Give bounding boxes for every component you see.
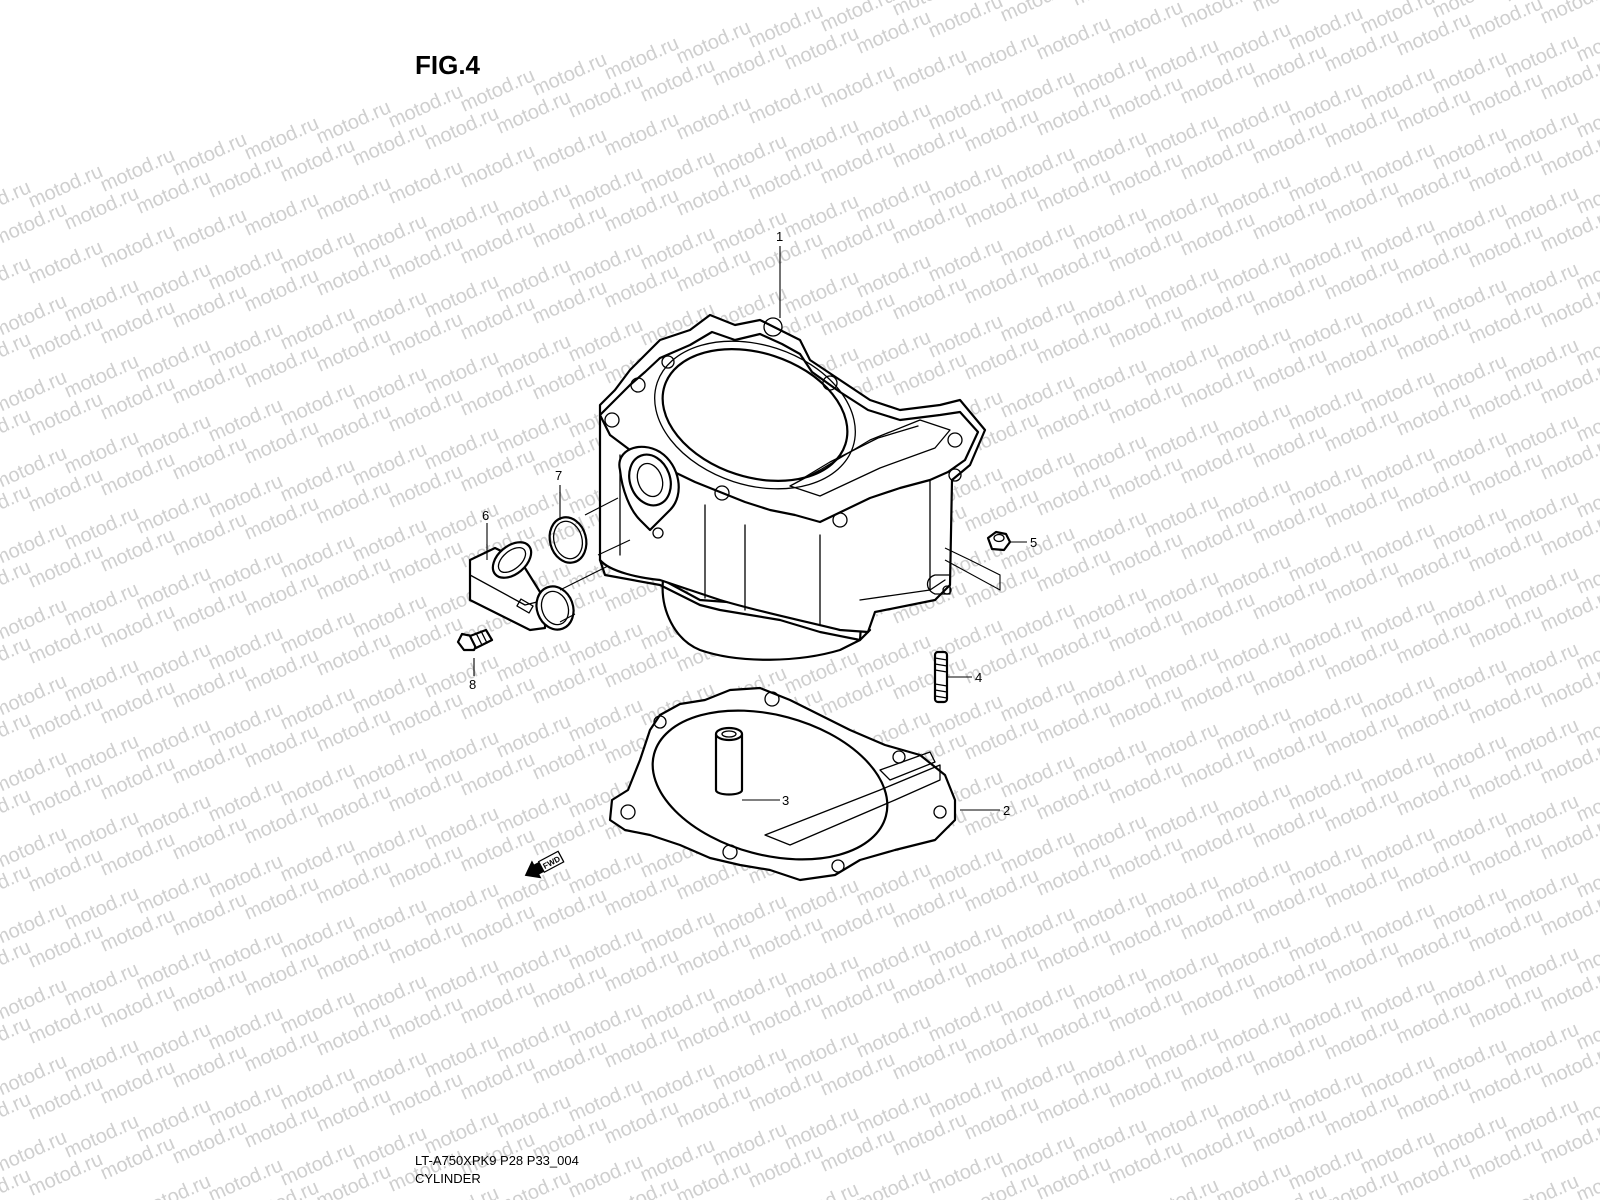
stud-drawing — [933, 650, 949, 704]
callout-8: 8 — [469, 677, 476, 692]
watermark-text: motod.ru — [997, 0, 1078, 27]
bolt-drawing — [456, 628, 494, 652]
watermark-text: motod.ru — [1573, 1154, 1600, 1200]
watermark-text: motod.ru — [817, 60, 898, 112]
watermark-text: motod.ru — [889, 44, 970, 96]
watermark-text: motod.ru — [493, 1166, 574, 1200]
cylinder-block-drawing — [598, 313, 987, 661]
water-inlet-pipe-drawing — [468, 541, 575, 632]
watermark-text: motod.ru — [385, 156, 466, 208]
watermark-text: motod.ru — [925, 0, 1006, 43]
watermark-text: motod.ru — [1321, 0, 1402, 1]
leader-lines — [473, 246, 1027, 811]
dowel-drawing — [714, 726, 744, 796]
base-gasket-drawing — [608, 686, 957, 882]
watermark-text: motod.ru — [961, 28, 1042, 80]
watermark-text: motod.ru — [853, 1162, 934, 1200]
watermark-text: motod.ru — [601, 108, 682, 160]
callout-6: 6 — [482, 508, 489, 523]
watermark-text: motod.ru — [1465, 0, 1546, 45]
figure-title: FIG.4 — [415, 50, 481, 80]
nut-drawing — [986, 530, 1012, 552]
watermark-text: motod.ru — [169, 204, 250, 256]
watermark-text: motod.ru — [241, 188, 322, 240]
watermark-text: motod.ru — [1177, 0, 1258, 33]
watermark-text: motod.ru — [1501, 1170, 1582, 1200]
callout-2: 2 — [1003, 803, 1010, 818]
model-code: LT-A750XPK9 P28 P33_004 — [415, 1153, 579, 1168]
watermark-text: motod.ru — [1213, 1158, 1294, 1200]
callout-3: 3 — [782, 793, 789, 808]
watermark-text: motod.ru — [97, 220, 178, 272]
callout-1: 1 — [776, 229, 783, 244]
watermark-text: motod.ru — [457, 140, 538, 192]
watermark-text: motod.ru — [1033, 12, 1114, 64]
watermark-text: motod.ru — [133, 1170, 214, 1200]
watermark-text: motod.ru — [529, 124, 610, 176]
watermark-text: motod.ru — [1105, 0, 1186, 49]
callout-4: 4 — [975, 670, 982, 685]
o-ring-drawing — [548, 516, 588, 564]
watermark-text: motod.ru — [1249, 0, 1330, 17]
section-name: CYLINDER — [415, 1171, 481, 1186]
watermark-text: motod.ru — [673, 92, 754, 144]
watermark-text: motod.ru — [1537, 0, 1600, 29]
watermark-text: motod.ru — [1141, 1174, 1222, 1200]
watermark-text: motod.ru — [745, 76, 826, 128]
callout-7: 7 — [555, 468, 562, 483]
watermark-text: motod.ru — [313, 172, 394, 224]
callout-5: 5 — [1030, 535, 1037, 550]
watermark-text: motod.ru — [1069, 0, 1150, 11]
watermark-text: motod.ru — [25, 236, 106, 288]
callouts: 1 2 3 4 5 6 7 8 — [469, 229, 1037, 818]
watermark-text: motod.ru — [781, 1178, 862, 1200]
